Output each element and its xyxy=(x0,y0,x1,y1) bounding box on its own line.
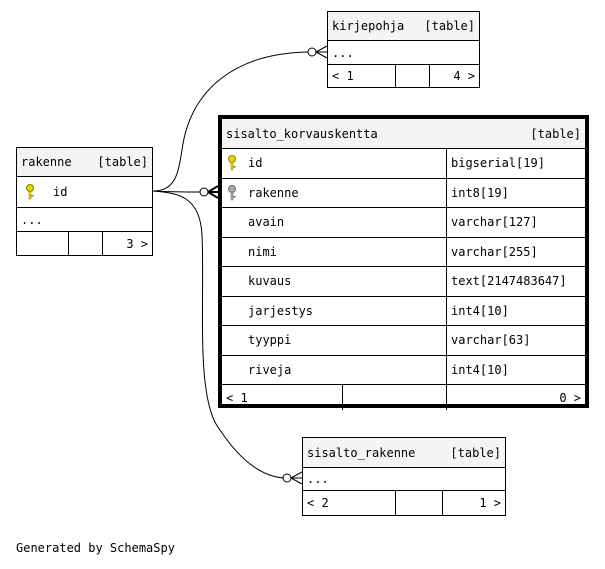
table-kirjepohja[interactable]: kirjepohja [table] ... < 1 4 > xyxy=(327,11,480,88)
column-row: nimi varchar[255] xyxy=(222,237,585,267)
table-type: [table] xyxy=(530,126,581,141)
column-name: rakenne xyxy=(248,185,299,200)
optional-marker-kirjepohja xyxy=(307,47,317,57)
column-name: riveja xyxy=(248,362,292,377)
column-name: kuvaus xyxy=(248,274,292,289)
crowfoot-kirjepohja xyxy=(315,45,328,59)
column-row: avain varchar[127] xyxy=(222,208,585,238)
column-name: id xyxy=(53,185,68,199)
no-key-cell xyxy=(222,238,242,267)
no-key-cell xyxy=(222,297,242,326)
crowfoot-sisalto-rakenne xyxy=(290,471,303,485)
table-rakenne[interactable]: rakenne [table] id ... 3 > xyxy=(16,147,153,256)
no-key-cell xyxy=(222,326,242,355)
column-name: nimi xyxy=(248,244,277,259)
table-footer: < 1 4 > xyxy=(328,65,479,87)
table-header: sisalto_korvauskentta [table] xyxy=(222,119,585,149)
optional-marker-sisalto-korvauskentta xyxy=(199,187,209,197)
table-type: [table] xyxy=(450,445,501,460)
column-row: rakenne int8[19] xyxy=(222,178,585,208)
children-link[interactable]: 4 > xyxy=(429,65,479,87)
parents-link[interactable]: < 1 xyxy=(332,69,354,83)
table-footer: < 1 0 > xyxy=(222,385,585,410)
column-row: id xyxy=(17,177,152,208)
columns-ellipsis: ... xyxy=(17,208,152,232)
column-type: int4[10] xyxy=(446,355,585,384)
children-link[interactable]: 3 > xyxy=(102,232,152,255)
table-name[interactable]: rakenne xyxy=(21,155,72,169)
table-footer: 3 > xyxy=(17,232,152,255)
column-type: bigserial[19] xyxy=(446,149,585,178)
parents-link[interactable]: < 1 xyxy=(226,390,248,405)
spacer-cell xyxy=(342,385,446,410)
table-sisalto-korvauskentta[interactable]: sisalto_korvauskentta [table] id bigseria… xyxy=(218,115,589,410)
table-type: [table] xyxy=(97,155,148,169)
column-type: text[2147483647] xyxy=(446,267,585,296)
column-name: avain xyxy=(248,215,285,230)
table-header: kirjepohja [table] xyxy=(328,12,479,41)
ellipsis: ... xyxy=(332,45,354,60)
column-row: riveja int4[10] xyxy=(222,355,585,385)
table-type: [table] xyxy=(424,19,475,33)
edge-rakenne-kirjepohja xyxy=(152,51,313,192)
column-type: varchar[127] xyxy=(446,208,585,237)
no-key-cell xyxy=(222,356,242,385)
generator-credit: Generated by SchemaSpy xyxy=(16,541,175,555)
column-type: int4[10] xyxy=(446,296,585,325)
ellipsis: ... xyxy=(307,472,329,486)
columns-ellipsis: ... xyxy=(328,41,479,65)
column-row: jarjestys int4[10] xyxy=(222,296,585,326)
table-name[interactable]: sisalto_rakenne xyxy=(307,445,416,460)
column-row: kuvaus text[2147483647] xyxy=(222,267,585,297)
table-name[interactable]: kirjepohja xyxy=(332,19,405,33)
spacer-cell xyxy=(17,232,68,255)
column-type: varchar[63] xyxy=(446,326,585,355)
column-name: jarjestys xyxy=(248,303,314,318)
no-key-cell xyxy=(222,267,242,296)
column-name: tyyppi xyxy=(248,333,292,348)
column-row: id bigserial[19] xyxy=(222,149,585,179)
crowfoot-sisalto-korvauskentta xyxy=(207,185,219,199)
primary-key-icon xyxy=(222,149,242,178)
column-type: int8[19] xyxy=(446,178,585,207)
column-type: varchar[255] xyxy=(446,237,585,266)
optional-marker-sisalto-rakenne xyxy=(282,473,292,483)
no-key-cell xyxy=(222,208,242,237)
spacer-cell xyxy=(68,232,102,255)
column-name: id xyxy=(248,156,263,171)
parents-link[interactable]: < 2 xyxy=(307,496,329,510)
column-row: tyyppi varchar[63] xyxy=(222,326,585,356)
table-header: rakenne [table] xyxy=(17,148,152,177)
table-sisalto-rakenne[interactable]: sisalto_rakenne [table] ... < 2 1 > xyxy=(302,437,506,516)
children-link[interactable]: 1 > xyxy=(442,491,505,515)
edge-rakenne-sisalto-rakenne xyxy=(152,190,286,479)
spacer-cell xyxy=(395,491,442,515)
table-footer: < 2 1 > xyxy=(303,491,505,515)
children-link[interactable]: 0 > xyxy=(446,385,585,410)
columns-ellipsis: ... xyxy=(303,468,505,491)
foreign-key-icon xyxy=(222,179,242,208)
spacer-cell xyxy=(395,65,429,87)
ellipsis: ... xyxy=(21,212,43,227)
table-name[interactable]: sisalto_korvauskentta xyxy=(226,126,378,141)
primary-key-icon xyxy=(17,177,43,207)
table-header: sisalto_rakenne [table] xyxy=(303,438,505,468)
